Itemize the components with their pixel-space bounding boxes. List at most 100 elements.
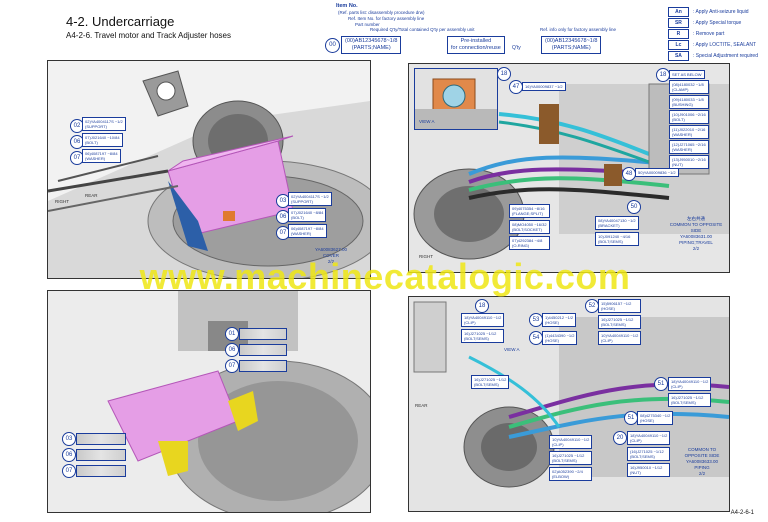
set-parts-list: (08)4180032 ~1/8(CLAMP) (09)4180033 ~1/8… [669,80,709,169]
callout-circle: 48 [622,167,636,181]
legend-row: SR: Apply Special torque [667,18,758,28]
callout-line2: (WASHER) [85,156,106,161]
part-line1: 10)YA40049110 ~1/2 [552,437,590,442]
item-no-label: Item No. [336,3,358,9]
part-line2: (CLAMP) [672,87,689,92]
part-line2: (NUT) [672,162,683,167]
part-box: (10)J901006 ~2/16(BOLT) [669,110,709,124]
page-subtitle: A4-2-6. Travel motor and Track Adjuster … [66,31,231,40]
piping-qty: 2/2 [692,246,700,251]
view-a-label: VIEW A [504,347,520,352]
example-part-box: (00)AB12345678~1/8 (PARTS;NAME) [341,36,402,54]
piping-qty: 2/2 [698,471,706,476]
part-line1: 16)J271025 ~1/12 [474,377,507,382]
part-box: 10)YA40049110 ~1/2(CLIP) [598,331,642,345]
callout-box: 07)J021640 ~8/84(BOLT) [288,208,327,222]
part-line1: (12)J271065 ~2/16 [672,142,706,147]
part-box: 09)4075354 ~8/16(FLANGE;SPLIT) [509,204,550,218]
undercarriage-illustration-3 [48,291,370,512]
kanji-label: 左右共通 [687,216,705,221]
callout-line2: (SUPPORT) [291,199,313,204]
callout-text-box: 16)YA00009837 ~1/2 [522,82,566,91]
direction-label-rear: REAR [415,403,428,408]
callout-circle: 52 [585,299,599,313]
part-line1: 08)4275340 ~1/2 [640,413,671,418]
part-line2: (HOSE) [601,306,615,311]
legend-row: SA: Special Adjustment required [667,51,758,61]
part-box: 18)YA40049110 ~1/2(CLIP) [461,313,505,327]
legend-row: Lc: Apply LOCTITE, SEALANT [667,40,758,50]
lower-right-parts: 18)YA40049110 ~1/2(CLIP) (16)J271025 ~1/… [627,431,671,477]
part-line2: (CLIP) [552,442,564,447]
part-line2: (CLIP) [630,438,642,443]
part-line1: 1)4450212 ~1/2 [545,315,574,320]
part-line2: (BOLT;SOCKET) [512,227,542,232]
preinstalled-line1: Pre-installed [460,38,492,44]
callout-circle: 03 [62,432,76,446]
common-note: COMMON TO OPPOSITE SIDE YA60083633.00 PI… [679,447,725,477]
callout-circle: 47 [509,80,523,94]
part-box: 07)4292384 ~4/8(O-RING) [509,236,550,250]
part-line1: (13)J950010 ~2/16 [672,157,706,162]
part-box: 1)4450212 ~1/2(HOSE) [542,313,577,327]
part-line1: 08)YA40047130 ~1/2 [598,218,636,223]
cover-info: YA60083627.00 COVER 2/2 [315,247,347,265]
right-parts: 18)YA40049110 ~1/2(CLIP) 16)J271025 ~1/1… [668,377,712,407]
ref-part-line1: (00)AB12345678~1/8 [545,38,598,44]
part-box: 16)J950010 ~1/12(NUT) [627,463,671,477]
callout-circle: 51 [654,377,668,391]
part-line2: (NUT) [630,470,641,475]
clip-parts: 18)YA40049110 ~1/2(CLIP) 16)J271025 ~1/1… [461,313,505,343]
legend-code: SR [667,18,689,28]
part-line2: (CLIP) [464,320,476,325]
direction-label-right: RIGHT [419,254,433,259]
part-line1: 16)J271025 ~1/12 [671,395,704,400]
legend-code: R [667,29,689,39]
part-line1: 16)J271025 ~1/12 [464,331,497,336]
callout-text-box: 50)YA00009836 ~1/2 [635,168,679,177]
part-line2: (BOLT;SEMS) [552,458,577,463]
callout-circle: 07 [62,464,76,478]
panel-top-right: VIEW A 18 47 16)YA00009837 ~1/2 18 SET A… [408,63,730,273]
part-line1: 10)YA40049110 ~1/2 [601,333,639,338]
piping-part: YA60083631.00 [680,234,712,239]
direction-label-right: RIGHT [55,199,69,204]
callout-line1: 06)4087197 ~8/84 [85,151,118,156]
part-line1: 18)YA40049110 ~1/2 [671,379,709,384]
callout-line1: 07)J021640 ~8/84 [291,210,324,215]
part-line2: (HOSE) [545,338,559,343]
legend-row: R: Remove part [667,29,758,39]
part-box: 10)J091240 ~4/16(BOLT;SEMS) [595,232,639,246]
part-box: 16)J271025 ~1/12(BOLT;SEMS) [471,375,510,389]
part-line2: (O-RING) [512,243,530,248]
legend-text: : Special Adjustment required [692,53,758,59]
callout-circle: 20 [613,431,627,445]
ref-item-note: Ref. Item No. for factory assembly line [348,16,425,21]
part-box: 08)MO4050 ~16/32(BOLT;SOCKET) [509,220,550,234]
legend-code: An [667,7,689,17]
part-line2: (BOLT;SEMS) [464,336,489,341]
panel-top-left: 02 02)YA4004117S ~1/2(SUPPORT) 06 07)J02… [47,60,371,279]
redacted-part-box [76,433,126,445]
part-line1: 18)YA40049110 ~1/2 [464,315,502,320]
part-line2: (CLIP) [671,384,683,389]
cover-qty: 2/2 [327,259,335,264]
part-line1: 09)4075354 ~8/16 [512,206,545,211]
part-box: (13)J950010 ~2/16(NUT) [669,155,709,169]
semsbolt-parts: 16)J271025 ~1/12(BOLT;SEMS) [471,375,510,389]
part-line1: (11)J022010 ~2/16 [672,127,706,132]
callout-line1: 02)YA4004117S ~1/2 [85,119,123,124]
part-line2: (BOLT) [672,117,685,122]
part-number-label: Part number [355,22,380,27]
legend-text: : Apply LOCTITE, SEALANT [692,42,757,48]
callout-line1: 02)YA4004117S ~1/2 [291,194,329,199]
panel-bottom-right: 18 18)YA40049110 ~1/2(CLIP) 16)J271025 ~… [408,296,730,512]
part-box: 16)J271025 ~1/12(BOLT;SEMS) [549,451,593,465]
redacted-part-box [239,344,287,356]
callout-box: 06)4087197 ~8/84(WASHER) [82,149,121,163]
flange-parts: 09)4075354 ~8/16(FLANGE;SPLIT) 08)MO4050… [509,204,550,250]
callout-circle: 06 [62,448,76,462]
part-line1: (10)J901006 ~2/16 [672,112,706,117]
callout-circle: 51 [624,411,638,425]
redacted-part-box [239,360,287,372]
